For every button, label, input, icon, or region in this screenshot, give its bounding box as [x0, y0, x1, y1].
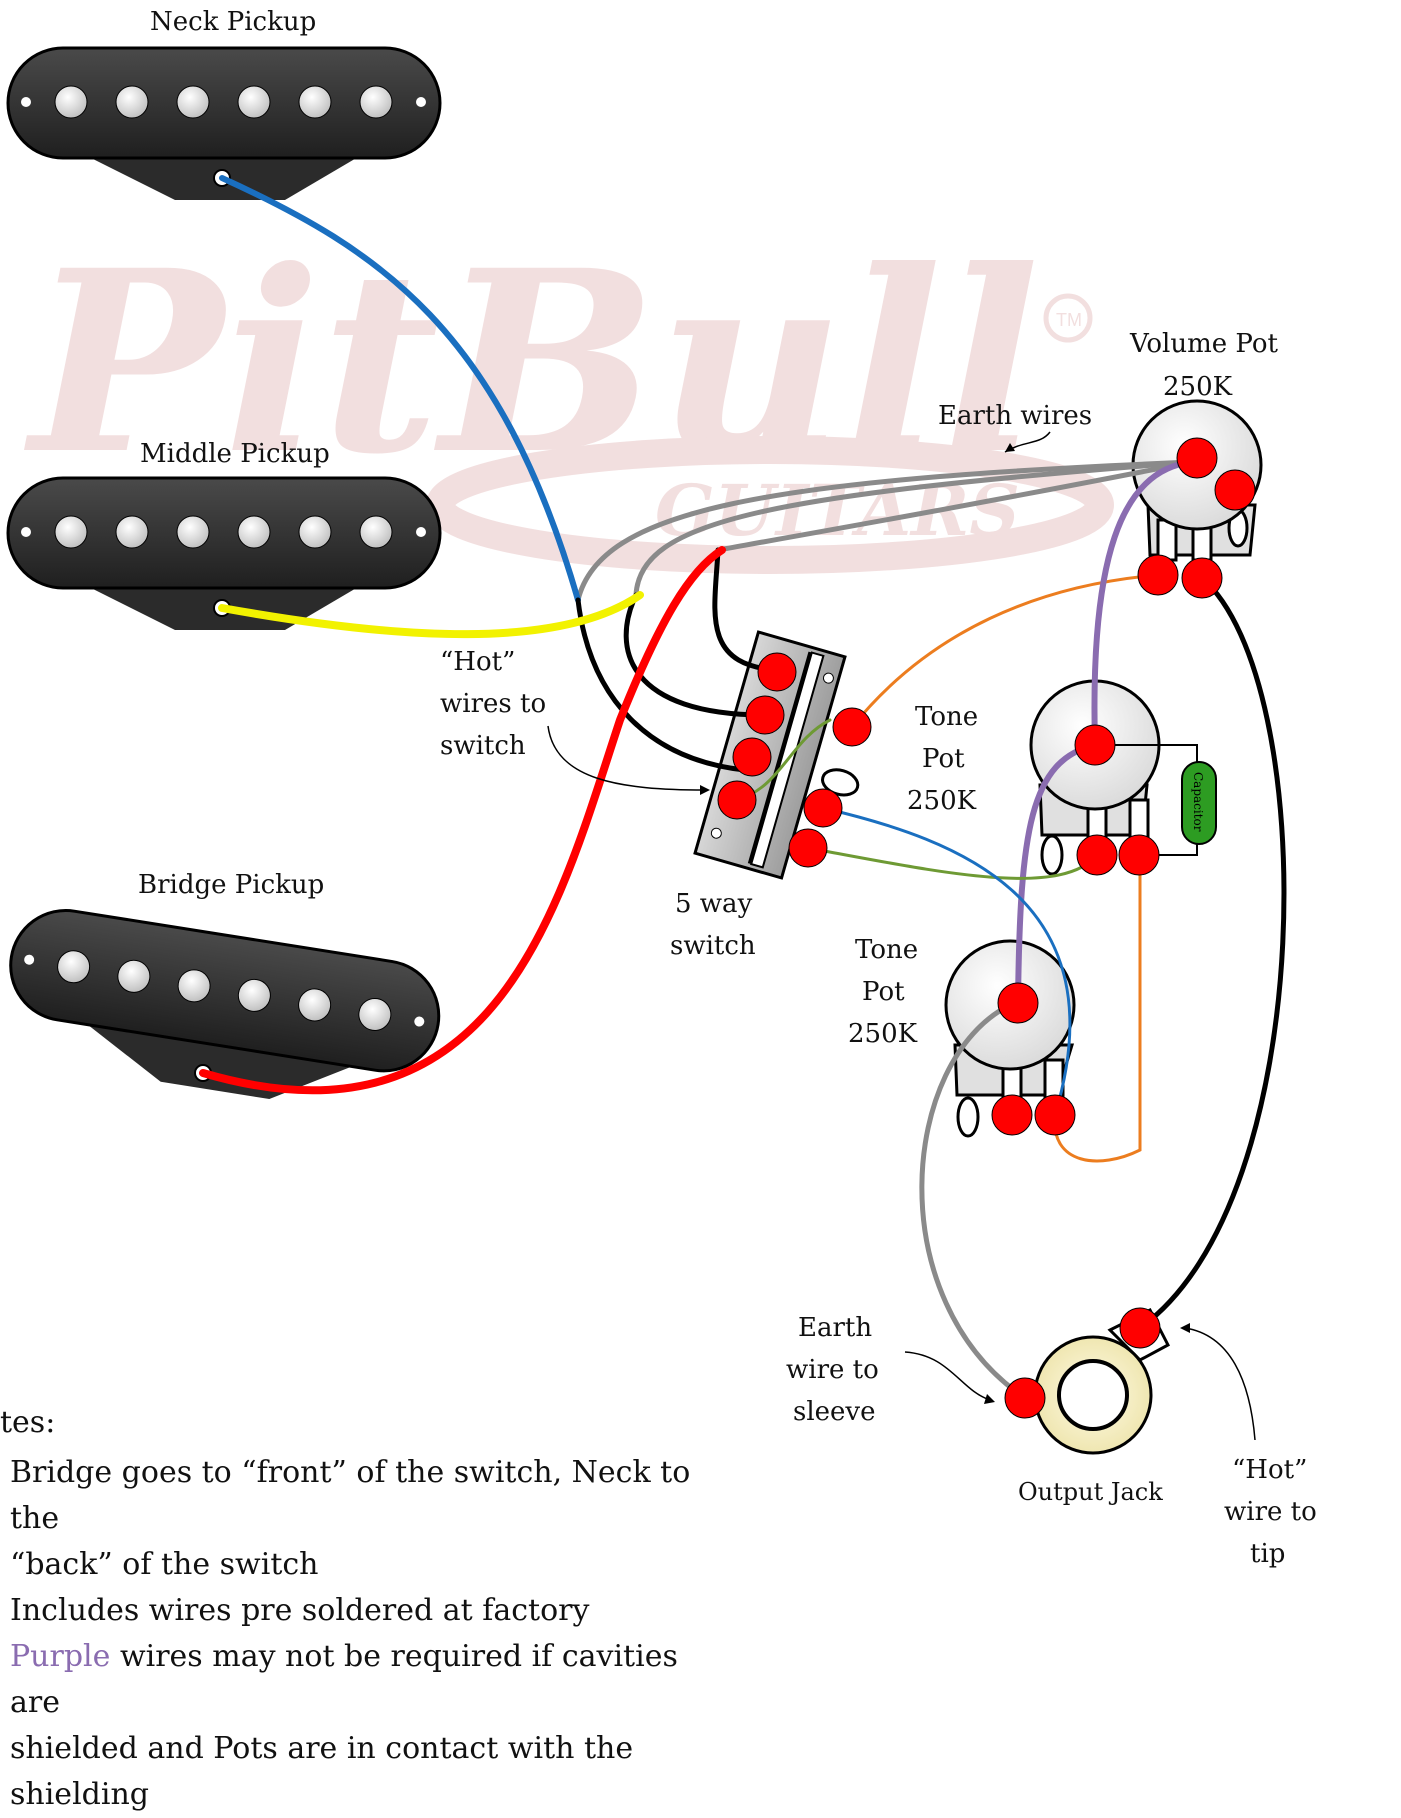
hot-tip-label-1: “Hot” [1232, 1455, 1307, 1485]
hot-tip-label-3: tip [1250, 1539, 1285, 1569]
hot-tip-arrow [1184, 1327, 1256, 1441]
tone-pot-2-label-2: Pot [862, 977, 905, 1007]
tone-pot-1-label-2: Pot [922, 744, 965, 774]
tone-pot-1-label-3: 250K [907, 786, 977, 816]
wires [199, 175, 1287, 1401]
blue-wire-tone [821, 806, 1072, 1117]
orange-wire-tone [1053, 853, 1142, 1163]
earth-wire-2 [633, 459, 1195, 598]
hot-tip-label-2: wire to [1224, 1497, 1317, 1527]
switch-label-2: switch [670, 931, 756, 961]
bridge-pole-pieces [57, 950, 392, 1031]
switch-label-1: 5 way [675, 889, 753, 919]
middle-hot-wire [218, 591, 644, 639]
capacitor: Capacitor [1097, 744, 1217, 856]
watermark-tm-circle [1043, 293, 1093, 343]
volume-pot-label-1: Volume Pot [1129, 329, 1279, 359]
middle-pickup-label: Middle Pickup [140, 439, 330, 469]
bridge-pickup [9, 909, 441, 1099]
purple-word: Purple [10, 1639, 111, 1674]
bridge-hot-wire [199, 546, 726, 1095]
neck-pole-pieces [54, 85, 393, 119]
watermark-tm: TM [1056, 310, 1082, 330]
earth-wire-3 [715, 459, 1195, 553]
watermark-logo: PitBull GUITARS TM [24, 215, 1114, 574]
purple-wire-volume [1091, 459, 1195, 748]
capacitor-label: Capacitor [1191, 772, 1205, 832]
notes-list: Bridge goes to “front” of the switch, Ne… [10, 1450, 700, 1818]
earth-sleeve-label-3: sleeve [793, 1397, 876, 1427]
orange-wire-volume [850, 573, 1160, 729]
bridge-pickup-label: Bridge Pickup [138, 870, 324, 900]
tone-pot-2-label-3: 250K [848, 1019, 918, 1049]
earth-wires-label: Earth wires [938, 401, 1092, 431]
green-wire-switch [806, 846, 1099, 880]
neck-black-wire [575, 597, 748, 773]
note-item-5: shielded and Pots are in contact with th… [10, 1731, 634, 1812]
note-item-2: “back” of the switch [10, 1547, 319, 1582]
output-jack [1033, 1307, 1171, 1455]
wiring-diagram: PitBull GUITARS TM [0, 7, 1317, 1812]
neck-pickup-label: Neck Pickup [150, 7, 316, 37]
note-item-3: Includes wires pre soldered at factory [10, 1593, 590, 1628]
diagram-canvas: PitBull GUITARS TM [6, 7, 1317, 1569]
note-item-4-rest: wires may not be required if cavities ar… [10, 1639, 678, 1720]
volume-to-jack-wire [1137, 575, 1287, 1331]
hot-wires-arrow [547, 725, 706, 791]
output-jack-label: Output Jack [1018, 1478, 1163, 1506]
bridge-black-wire [712, 547, 780, 673]
volume-pot-label-2: 250K [1163, 372, 1233, 402]
switch-lug-ring [821, 768, 860, 797]
neck-pickup [6, 46, 442, 200]
tone-pot-1-label-1: Tone [915, 702, 978, 732]
earth-sleeve-label-2: wire to [786, 1355, 879, 1385]
note-item-4: Purple wires may not be required if cavi… [10, 1634, 700, 1726]
purple-wire-tone [1015, 742, 1098, 1006]
tone-pot-2-label-1: Tone [855, 935, 918, 965]
earth-sleeve-wire [919, 1002, 1028, 1401]
hot-wires-label-2: wires to [440, 689, 546, 719]
hot-wires-label-1: “Hot” [440, 647, 515, 677]
middle-pole-pieces [54, 515, 393, 549]
note-item-1: Bridge goes to “front” of the switch, Ne… [10, 1455, 691, 1536]
solder-points [717, 437, 1256, 1419]
watermark-swoosh [426, 436, 1114, 574]
labels: Neck Pickup Middle Pickup Bridge Pickup … [138, 7, 1317, 1569]
earth-sleeve-arrow [904, 1351, 991, 1401]
neck-hot-wire [219, 175, 581, 603]
earth-sleeve-label-1: Earth [798, 1313, 872, 1343]
hot-wires-label-3: switch [440, 731, 526, 761]
earth-wire-1 [575, 459, 1195, 603]
notes-heading: tes: [0, 1405, 56, 1440]
